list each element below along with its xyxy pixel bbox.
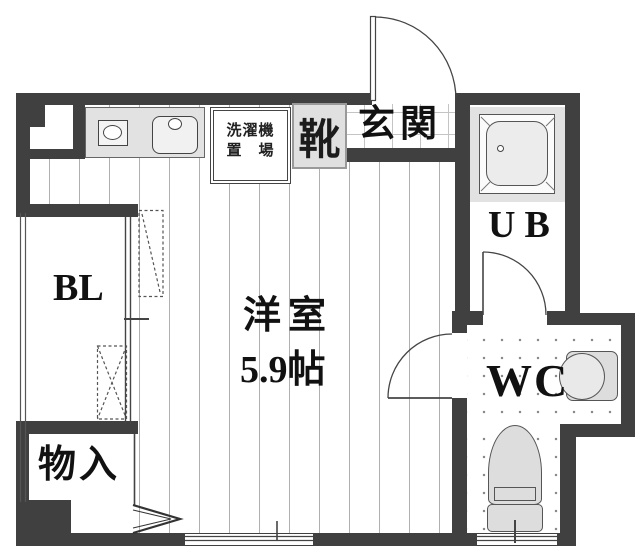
wall-top-left xyxy=(16,93,372,105)
bathtub-icon xyxy=(486,121,548,186)
unit-bath-label: UB xyxy=(488,204,559,246)
wall-entrance-step xyxy=(345,148,457,162)
balcony-floor xyxy=(26,213,125,423)
wall-wc-top xyxy=(547,313,635,325)
wall-wc-step xyxy=(560,424,635,437)
shoe-cabinet: 靴 xyxy=(292,103,347,169)
pipe-space-notch xyxy=(45,105,73,149)
shoe-cabinet-label: 靴 xyxy=(298,117,341,164)
wc-label: WC xyxy=(486,355,570,406)
wall-storage-top xyxy=(16,421,138,434)
wall-left-upper xyxy=(16,93,30,217)
room-size-label: 5.9帖 xyxy=(240,349,326,391)
wall-wc-left-upper xyxy=(452,311,467,333)
wall-wc-bottom xyxy=(452,533,576,546)
balcony-label: BL xyxy=(53,267,104,309)
entrance-label: 玄関 xyxy=(358,104,442,145)
bath-door-icon xyxy=(482,251,547,316)
washer-label-line1: 洗濯機 xyxy=(226,123,275,139)
kitchen-sink-icon xyxy=(152,116,198,154)
wall-bath-left xyxy=(455,104,470,325)
wall-top-right xyxy=(455,93,580,105)
kitchen-counter xyxy=(85,107,205,158)
washing-machine-space-frame xyxy=(213,110,288,181)
faucet-icon xyxy=(168,118,182,130)
storage-label: 物入 xyxy=(38,444,121,486)
toilet-seat-icon xyxy=(494,487,536,501)
bathtub-surround xyxy=(470,107,565,202)
washer-label-line2: 置 場 xyxy=(226,143,275,159)
pipe-space-notch-2 xyxy=(28,127,45,149)
wall-wc-right-upper xyxy=(621,313,635,437)
burner-icon xyxy=(98,120,128,146)
entrance-tile-floor xyxy=(347,104,455,148)
wall-bottom xyxy=(16,533,470,546)
bathtub-drain-icon xyxy=(497,145,504,152)
wash-basin-icon xyxy=(559,353,605,400)
wall-bath-right xyxy=(565,104,580,315)
toilet-tank-icon xyxy=(487,504,543,532)
wall-wc-left-lower xyxy=(452,398,467,546)
room-name-label: 洋室 xyxy=(243,295,334,337)
burner-ring-icon xyxy=(103,125,122,140)
washing-machine-space: 洗濯機 置 場 xyxy=(210,107,291,184)
wall-wc-right-lower xyxy=(560,424,576,546)
wall-balcony-top xyxy=(16,204,138,217)
entrance-door-icon xyxy=(369,15,457,102)
